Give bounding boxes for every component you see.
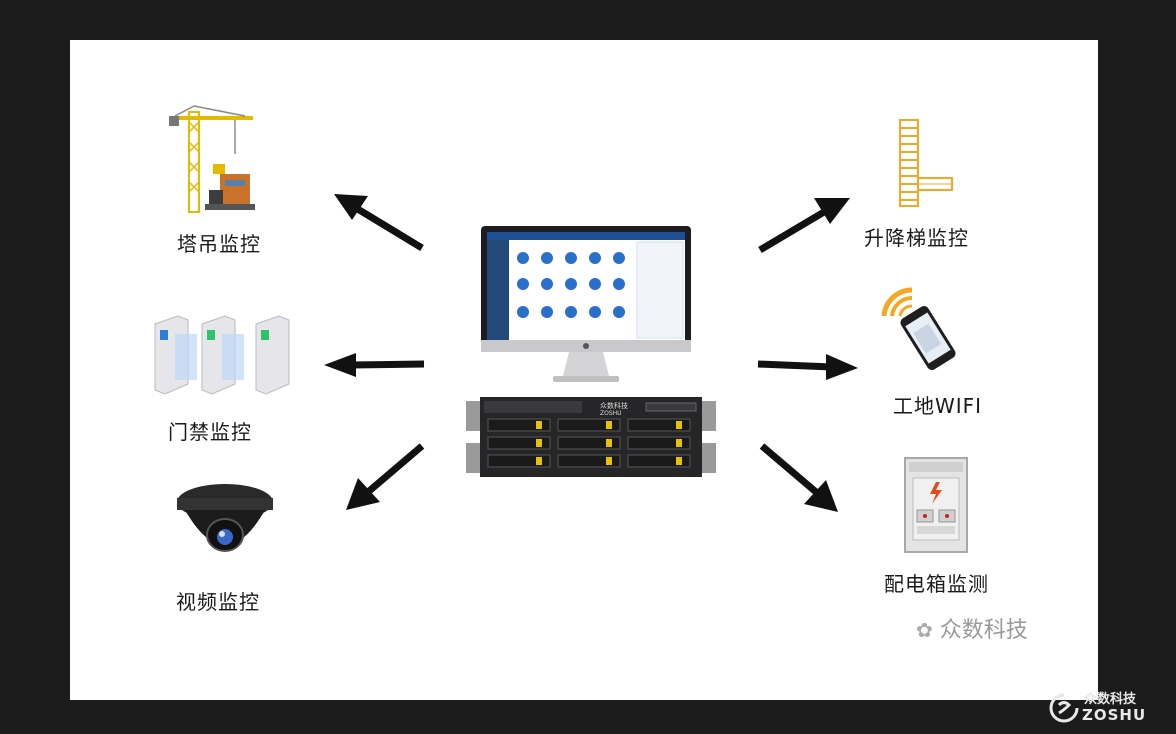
distribution-box-icon — [904, 457, 968, 553]
arrow-to-elevator — [758, 198, 850, 254]
arrow-to-gate — [324, 353, 425, 377]
watermark-inner-text: 众数科技 — [939, 618, 1028, 643]
dome-camera-icon — [177, 484, 273, 552]
server-brand-cn: 众数科技 — [600, 401, 628, 410]
rack-server-icon: 众数科技 ZOSHU — [466, 397, 716, 477]
label-distribution-box: 配电箱监测 — [884, 572, 989, 596]
zoshu-logo-icon — [1049, 693, 1079, 723]
arrow-to-box — [759, 443, 838, 512]
construction-elevator-icon — [899, 119, 953, 207]
label-video: 视频监控 — [176, 590, 260, 614]
watermark-inner: ✿ 众数科技 — [916, 612, 1028, 644]
label-tower-crane: 塔吊监控 — [177, 232, 261, 256]
arrow-to-wifi — [757, 354, 858, 380]
wechat-icon: ✿ — [916, 618, 933, 642]
arrow-to-camera — [346, 443, 425, 510]
tower-crane-icon — [169, 105, 255, 213]
label-site-wifi: 工地WIFI — [893, 394, 983, 418]
label-elevator: 升降梯监控 — [864, 226, 969, 250]
smartphone-wifi-icon — [881, 287, 956, 371]
server-brand-en: ZOSHU — [600, 410, 622, 417]
turnstile-gate-icon — [154, 315, 290, 395]
watermark-corner-cn: 众数科技 — [1084, 692, 1137, 707]
watermark-corner-en: ZOSHU — [1082, 706, 1147, 724]
arrow-to-crane — [334, 194, 424, 251]
label-access-gate: 门禁监控 — [168, 420, 252, 444]
monitor-icon — [481, 226, 691, 382]
